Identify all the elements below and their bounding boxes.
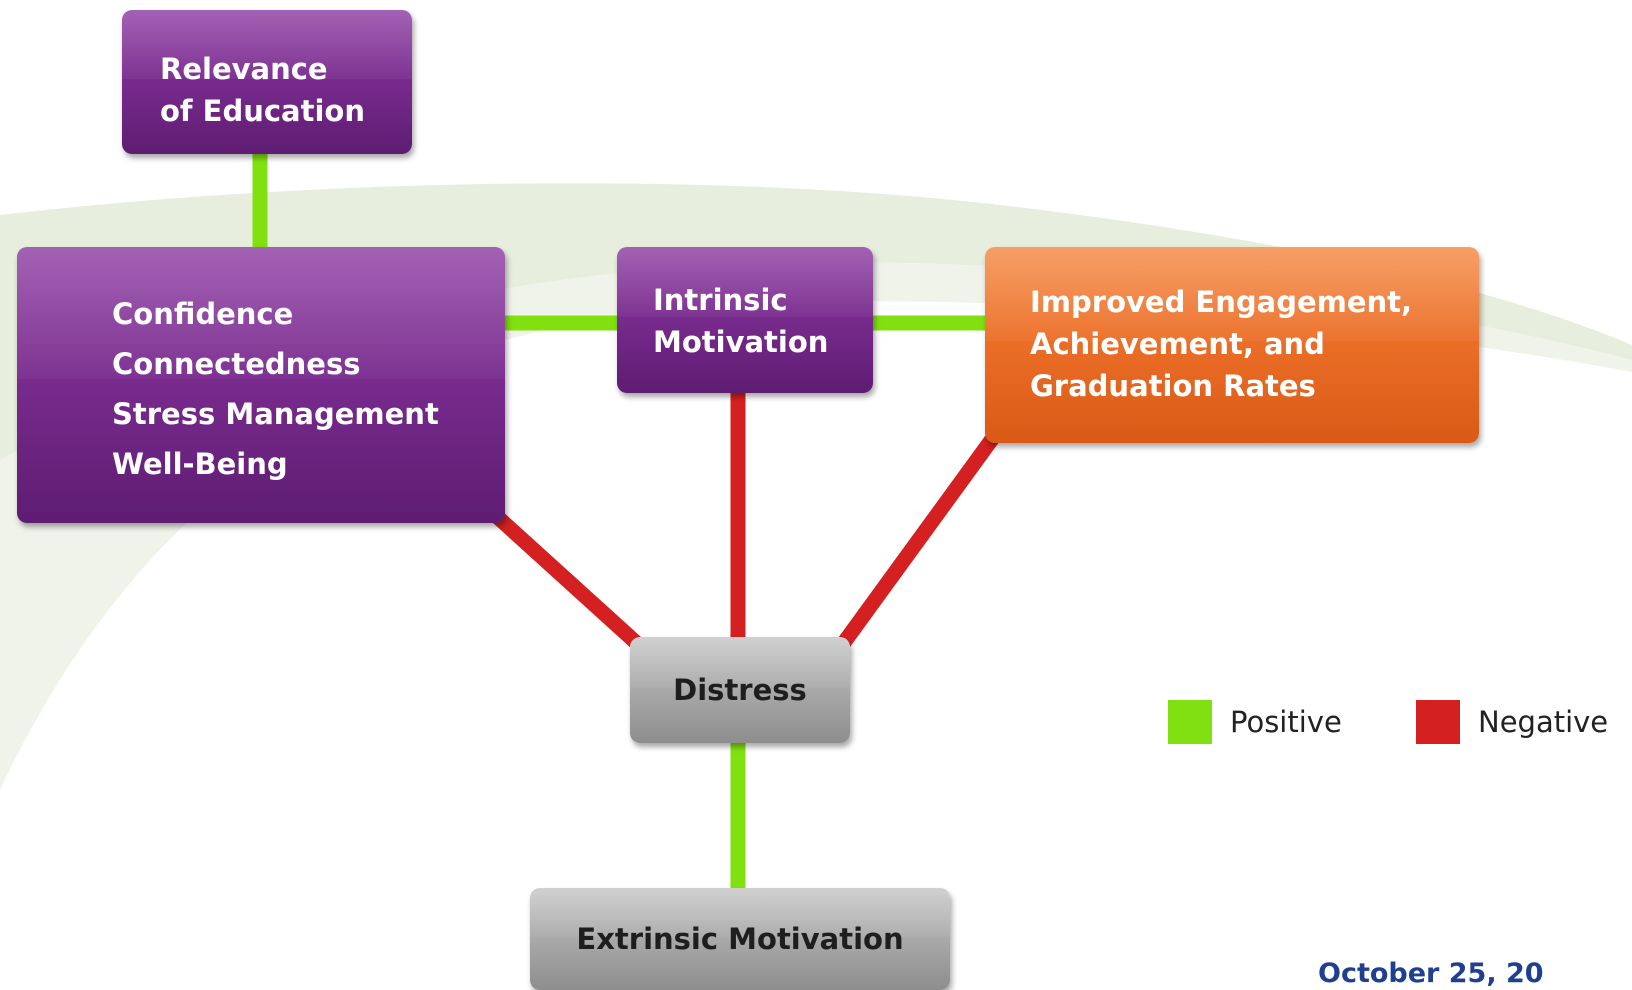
node-relevance-line-2: of Education — [160, 94, 365, 128]
node-relevance-line-1: Relevance — [160, 52, 328, 86]
node-distress: Distress — [630, 637, 850, 743]
link-wellbeing-to-distress — [486, 506, 648, 654]
legend-negative-swatch — [1416, 700, 1460, 744]
node-distress-label: Distress — [673, 673, 807, 707]
legend-positive-label: Positive — [1230, 705, 1342, 739]
node-outcomes-line-1: Improved Engagement, — [1030, 285, 1413, 319]
node-intrinsic-motivation: Intrinsic Motivation — [617, 247, 873, 393]
node-extrinsic-motivation: Extrinsic Motivation — [530, 888, 950, 990]
legend-negative: Negative — [1416, 700, 1608, 744]
legend-negative-label: Negative — [1478, 705, 1609, 739]
node-wellbeing-factors: Confidence Connectedness Stress Manageme… — [17, 247, 505, 523]
link-outcomes-to-distress — [833, 430, 1002, 653]
node-outcomes-line-3: Graduation Rates — [1030, 369, 1316, 403]
node-relevance-of-education: Relevance of Education — [122, 10, 412, 154]
node-wellbeing-line-1: Confidence — [112, 297, 294, 331]
node-intrinsic-line-2: Motivation — [653, 325, 829, 359]
node-wellbeing-line-4: Well-Being — [112, 447, 288, 481]
node-intrinsic-line-1: Intrinsic — [653, 283, 788, 317]
node-outcomes-line-2: Achievement, and — [1030, 327, 1325, 361]
node-wellbeing-line-3: Stress Management — [112, 397, 439, 431]
footer-date: October 25, 20 — [1318, 958, 1544, 989]
node-wellbeing-line-2: Connectedness — [112, 347, 361, 381]
node-improved-outcomes: Improved Engagement, Achievement, and Gr… — [985, 247, 1479, 443]
legend-positive-swatch — [1168, 700, 1212, 744]
node-extrinsic-label: Extrinsic Motivation — [576, 922, 904, 956]
legend-positive: Positive — [1168, 700, 1342, 744]
